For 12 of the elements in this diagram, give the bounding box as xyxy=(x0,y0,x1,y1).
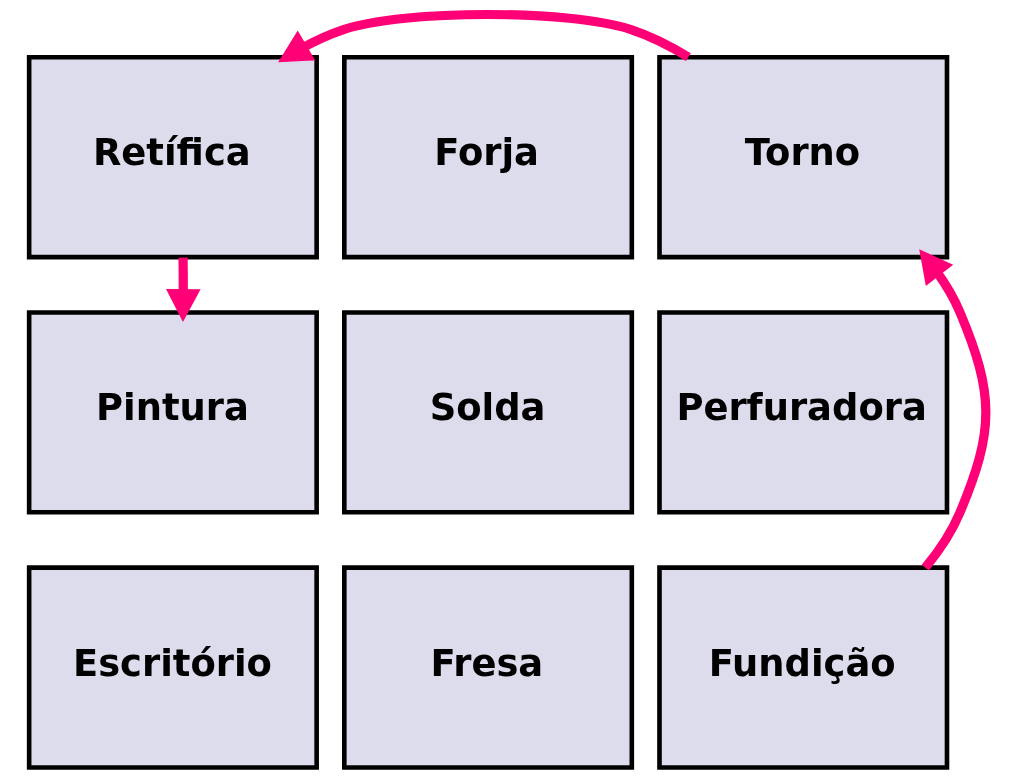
node-box: Fresa xyxy=(341,565,634,770)
node-box: Escritório xyxy=(26,565,319,770)
arrow xyxy=(277,9,691,63)
arrow xyxy=(165,257,201,323)
node-box: Pintura xyxy=(26,310,319,515)
node-box: Retífica xyxy=(26,54,319,260)
node-box: Fundição xyxy=(656,565,949,770)
node-box: Perfuradora xyxy=(656,310,949,515)
node-box: Forja xyxy=(341,54,634,260)
node-box: Solda xyxy=(341,310,634,515)
arrow xyxy=(918,249,990,571)
node-box: Torno xyxy=(656,54,949,260)
